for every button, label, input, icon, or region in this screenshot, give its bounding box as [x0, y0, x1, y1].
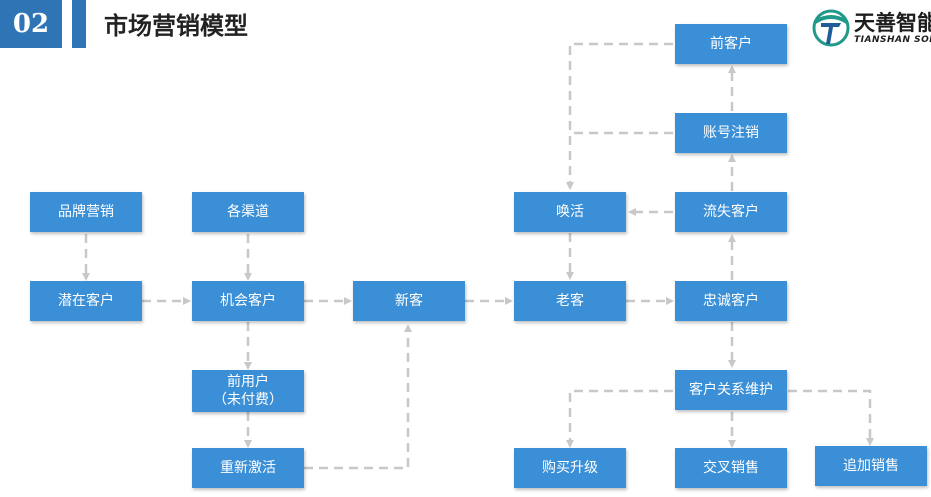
link-maintenance-to-upsell: [788, 389, 874, 446]
node-prior-user: 前用户 （未付费）: [192, 370, 304, 412]
node-relationship-maintenance: 客户关系维护: [675, 370, 787, 410]
node-opportunity-customer: 机会客户: [192, 281, 304, 321]
node-churned-customer: 流失客户: [675, 192, 787, 232]
logo-name-en: TIANSHAN SOFT: [854, 35, 931, 45]
section-number: 02: [0, 0, 62, 48]
header-gap: [62, 0, 72, 48]
page-title: 市场营销模型: [104, 12, 248, 40]
company-logo: 天善智能 TIANSHAN SOFT: [812, 8, 931, 52]
link-maintenance-to-upgrade: [566, 389, 673, 448]
link-former-to-reactivate: [566, 42, 673, 190]
tianshan-logo-icon: [812, 9, 850, 47]
link-reactivation-to-new: [304, 324, 412, 470]
header-accent-bar: [72, 0, 86, 48]
logo-name-cn: 天善智能: [854, 11, 931, 35]
node-brand-marketing: 品牌营销: [30, 192, 142, 232]
node-potential-customer: 潜在客户: [30, 281, 142, 321]
node-reactivate: 唤活: [514, 192, 626, 232]
node-former-customer: 前客户: [675, 24, 787, 64]
node-purchase-upgrade: 购买升级: [514, 448, 626, 488]
node-reactivation: 重新激活: [192, 448, 304, 488]
node-upsell: 追加销售: [815, 446, 927, 486]
node-channels: 各渠道: [192, 192, 304, 232]
node-loyal-customer: 忠诚客户: [675, 281, 787, 321]
node-old-customer: 老客: [514, 281, 626, 321]
node-cross-sell: 交叉销售: [675, 448, 787, 488]
node-new-customer: 新客: [353, 281, 465, 321]
node-account-cancel: 账号注销: [675, 113, 787, 153]
